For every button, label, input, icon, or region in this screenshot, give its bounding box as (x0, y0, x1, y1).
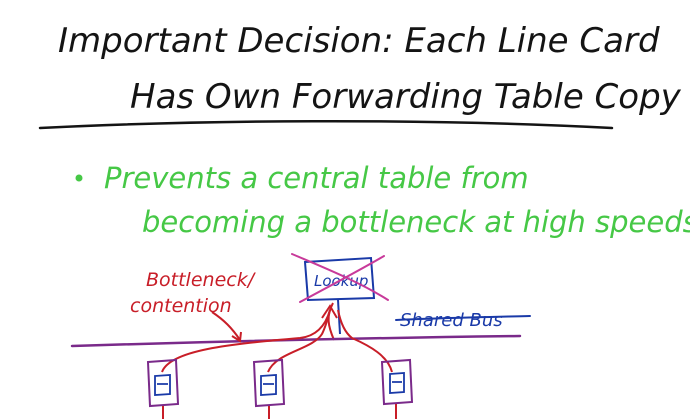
central-lookup-table: Lookup (291, 253, 389, 341)
lookup-arrow-head (321, 304, 338, 319)
line-card-3 (380, 358, 414, 419)
line-card-table-icon (389, 372, 405, 394)
arrow-card-3-to-lookup (337, 309, 393, 373)
line-card-1 (146, 358, 180, 419)
contention-arrow (211, 311, 241, 341)
lookup-box (303, 256, 376, 302)
line-card-2 (252, 358, 286, 419)
line-card-table-icon (154, 374, 171, 396)
lookup-label: Lookup (314, 272, 368, 290)
line-card-icon (146, 358, 180, 408)
line-card-icon (380, 358, 414, 406)
arrow-card-2-to-lookup (267, 309, 331, 373)
contention-arrow-head (231, 331, 242, 343)
bullet-text-line-2: becoming a bottleneck at high speeds. (142, 205, 690, 239)
arrow-card-1-to-lookup (161, 309, 331, 373)
lookup-cross-out (291, 253, 389, 303)
shared-bus-cross-out (395, 315, 531, 321)
bullet-dot-icon (75, 174, 83, 182)
title-underline (38, 119, 614, 130)
title-line-2: Has Own Forwarding Table Copy (130, 77, 682, 117)
line-card-table-icon (260, 374, 277, 396)
bullet-text-line-1: Prevents a central table from (104, 161, 529, 195)
lookup-red-connector (327, 302, 335, 341)
shared-bus-label: Shared Bus (400, 310, 503, 331)
title-line-1: Important Decision: Each Line Card (58, 21, 660, 61)
line-card-icon (252, 358, 286, 408)
contention-label: contention (130, 295, 232, 317)
bottleneck-label: Bottleneck/ (146, 269, 257, 291)
